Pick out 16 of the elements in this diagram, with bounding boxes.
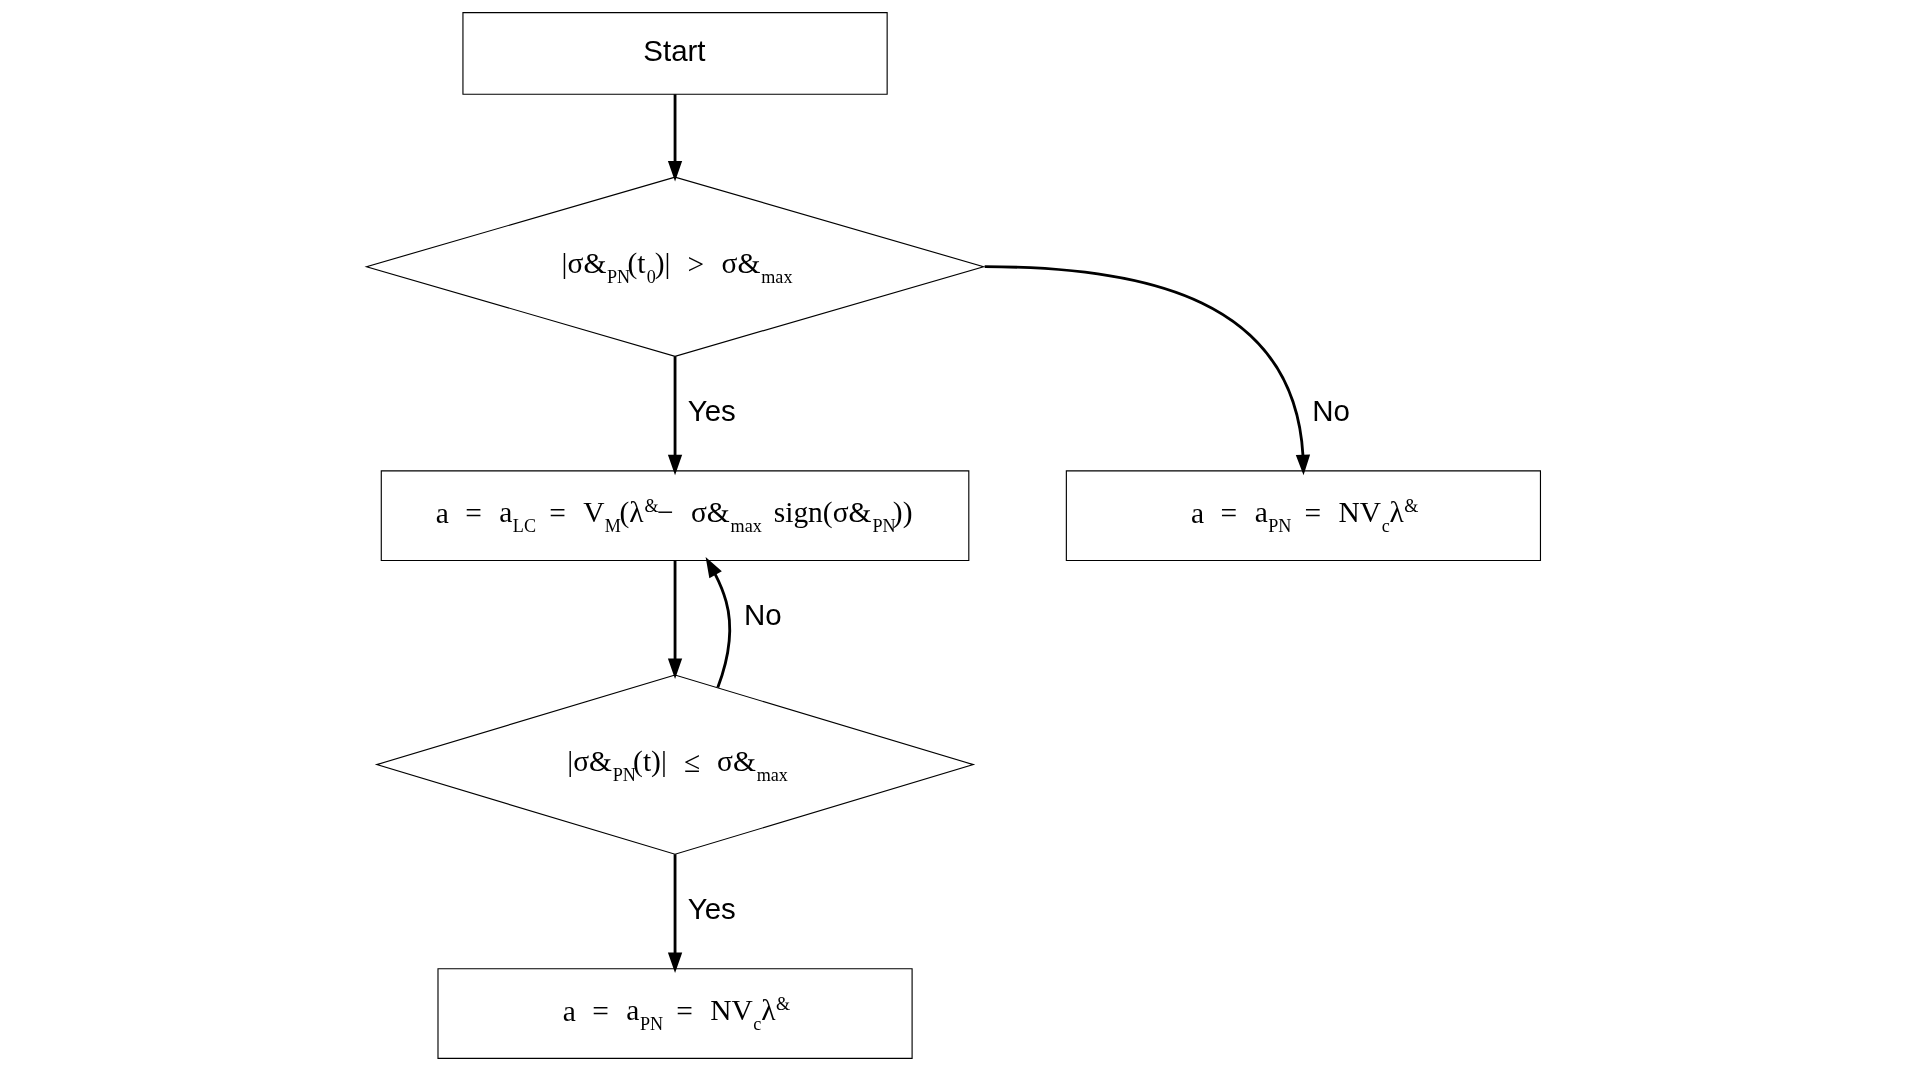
arrow: [984, 265, 1311, 476]
node-box: a = a$_{LC}$ = V$_{M}$(λ$^{&}$− σ&$_{max}$ sign(σ&$_{PN}$)): [380, 470, 970, 561]
arrow: [667, 854, 683, 974]
node-diamond: |σ&$_{PN}$(t)| ≤ σ&$_{max}$: [374, 674, 976, 855]
edge-label: No: [743, 597, 782, 631]
node-box: Start: [462, 12, 888, 95]
arrow: [667, 560, 683, 679]
node-box: a = a$_{PN}$ = NV$_{c}$λ$^{&}$: [1065, 470, 1542, 561]
node-diamond: |σ&$_{PN}$(t$_{0}$)| > σ&$_{max}$: [364, 176, 986, 357]
arrow: [667, 94, 683, 182]
edge-label: Yes: [687, 891, 736, 925]
edge-label: No: [1312, 393, 1350, 427]
node-box: a = a$_{PN}$ = NV$_{c}$λ$^{&}$: [437, 968, 913, 1059]
edge-label: Yes: [687, 393, 736, 427]
arrow: [667, 356, 683, 476]
arrow: [705, 557, 732, 688]
